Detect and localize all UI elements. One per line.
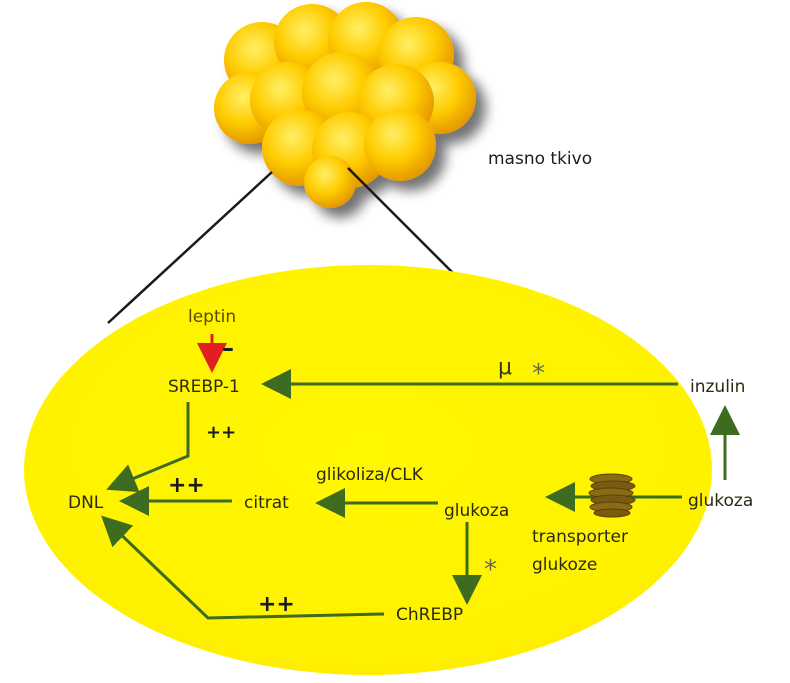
glikoliza-label: glikoliza/CLK	[316, 465, 424, 485]
fat-tissue-cluster	[214, 2, 476, 208]
glukoza-outer-label: glukoza	[688, 491, 753, 511]
citrat-label: citrat	[244, 493, 289, 513]
adipocyte-cell	[24, 265, 712, 675]
inhibit-minus: –	[222, 334, 234, 362]
inzulin-label: inzulin	[690, 377, 745, 397]
mu-symbol: μ	[498, 355, 512, 380]
dnl-label: DNL	[68, 493, 104, 513]
plus-srebp: ++	[206, 422, 236, 443]
tissue-label: masno tkivo	[488, 149, 592, 169]
plus-citrat: ++	[168, 473, 205, 498]
zoom-line-left	[107, 171, 273, 324]
leptin-label: leptin	[188, 307, 236, 327]
chrebp-dnl-arrow	[101, 515, 385, 620]
star-mid: *	[484, 555, 497, 585]
glucose-transporter	[588, 473, 636, 518]
glukoza-inner-label: glukoza	[444, 501, 509, 521]
srebp-dnl-arrow	[106, 402, 190, 493]
plus-chrebp: ++	[258, 592, 295, 617]
srebp-label: SREBP-1	[168, 377, 240, 397]
chrebp-label: ChREBP	[396, 605, 463, 625]
star-top: *	[532, 359, 545, 389]
transporter-label-line1: transporter	[532, 527, 628, 547]
transporter-label-line2: glukoze	[532, 555, 597, 575]
